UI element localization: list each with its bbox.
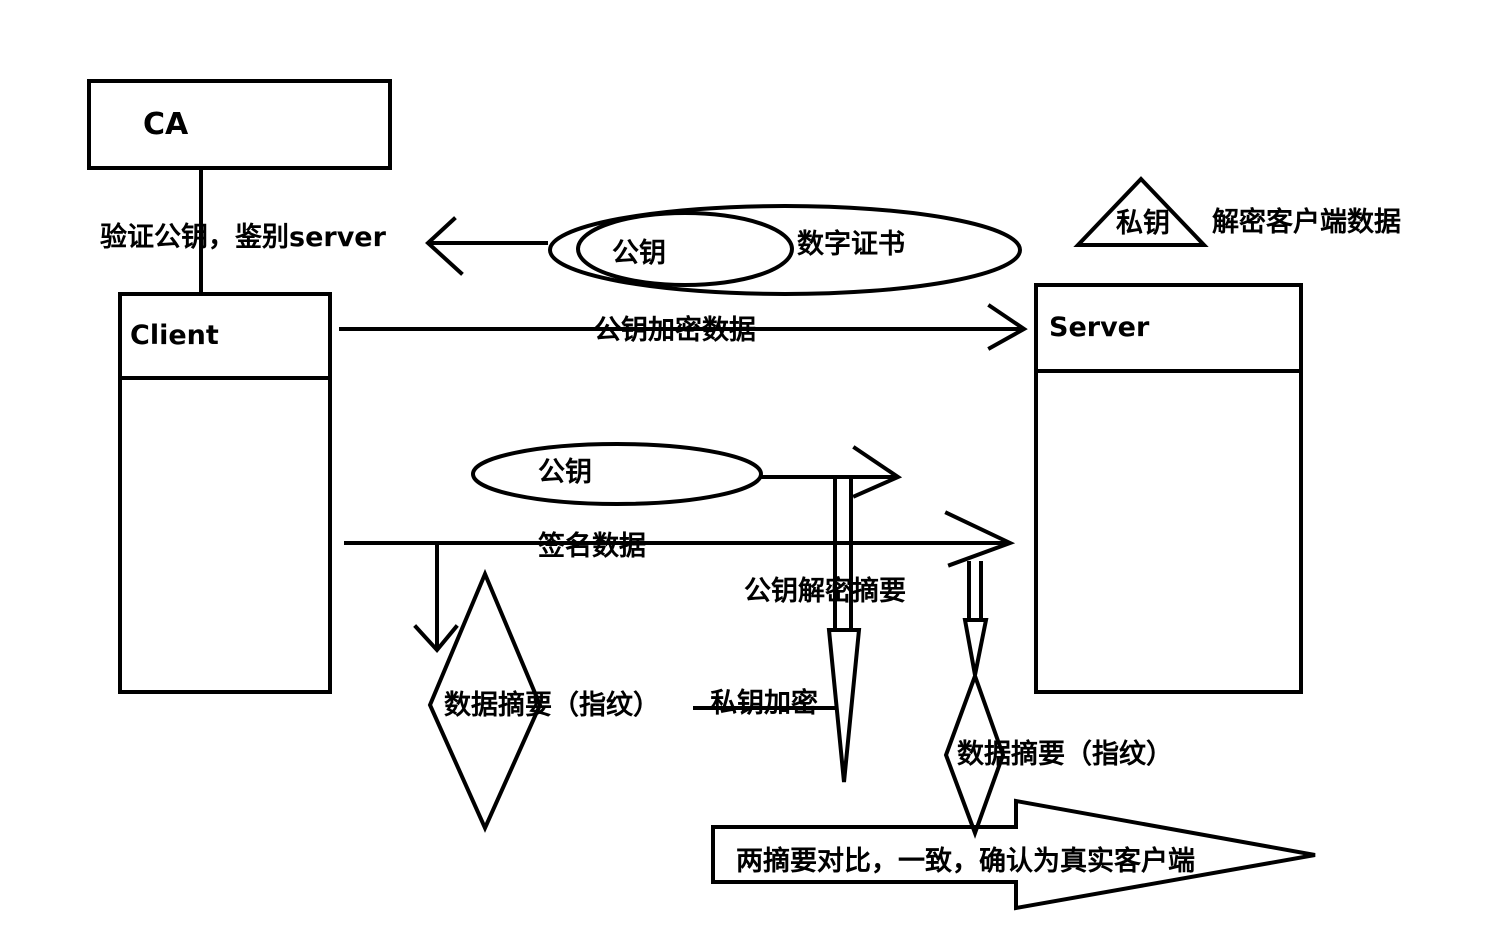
client-digest-down-arrowhead [413, 624, 459, 654]
client-digest-label: 数据摘要（指纹） [444, 690, 660, 721]
decrypt-digest-spear [826, 628, 862, 783]
decrypt-digest-label: 公钥解密摘要 [744, 576, 906, 607]
private-encrypt-label: 私钥加密 [710, 688, 818, 719]
certificate-public-key-ellipse [576, 211, 794, 287]
sign-data-label: 签名数据 [538, 531, 646, 562]
encrypt-data-label: 公钥加密数据 [594, 315, 756, 346]
ca-box [87, 79, 392, 170]
private-key-label: 私钥 [1116, 208, 1170, 239]
verify-label: 验证公钥，鉴别server [100, 222, 386, 253]
ca-label: CA [143, 107, 189, 142]
encrypt-data-arrowhead [987, 303, 1028, 351]
sign-data-arrowhead [944, 510, 1016, 568]
signature-public-key-ellipse [471, 442, 763, 506]
server-digest-diamond [943, 670, 1006, 839]
certificate-ellipse [548, 204, 1022, 296]
private-key-triangle [1073, 176, 1209, 247]
client-digest-diamond [427, 568, 543, 833]
public-key-arrowhead [852, 445, 903, 499]
server-digest-spear [962, 618, 989, 676]
certificate-public-key-label: 公钥 [612, 238, 666, 269]
server-digest-label: 数据摘要（指纹） [957, 739, 1173, 770]
compare-block-arrow [711, 798, 1316, 911]
certificate-label: 数字证书 [797, 229, 905, 260]
server-box [1034, 283, 1303, 694]
signature-public-key-label: 公钥 [538, 457, 592, 488]
client-box [118, 292, 332, 694]
server-decrypt-label: 解密客户端数据 [1212, 207, 1401, 238]
compare-label: 两摘要对比，一致，确认为真实客户端 [736, 846, 1195, 877]
client-label: Client [130, 320, 219, 351]
certificate-to-client-arrowhead [425, 216, 464, 276]
server-label: Server [1049, 312, 1150, 343]
